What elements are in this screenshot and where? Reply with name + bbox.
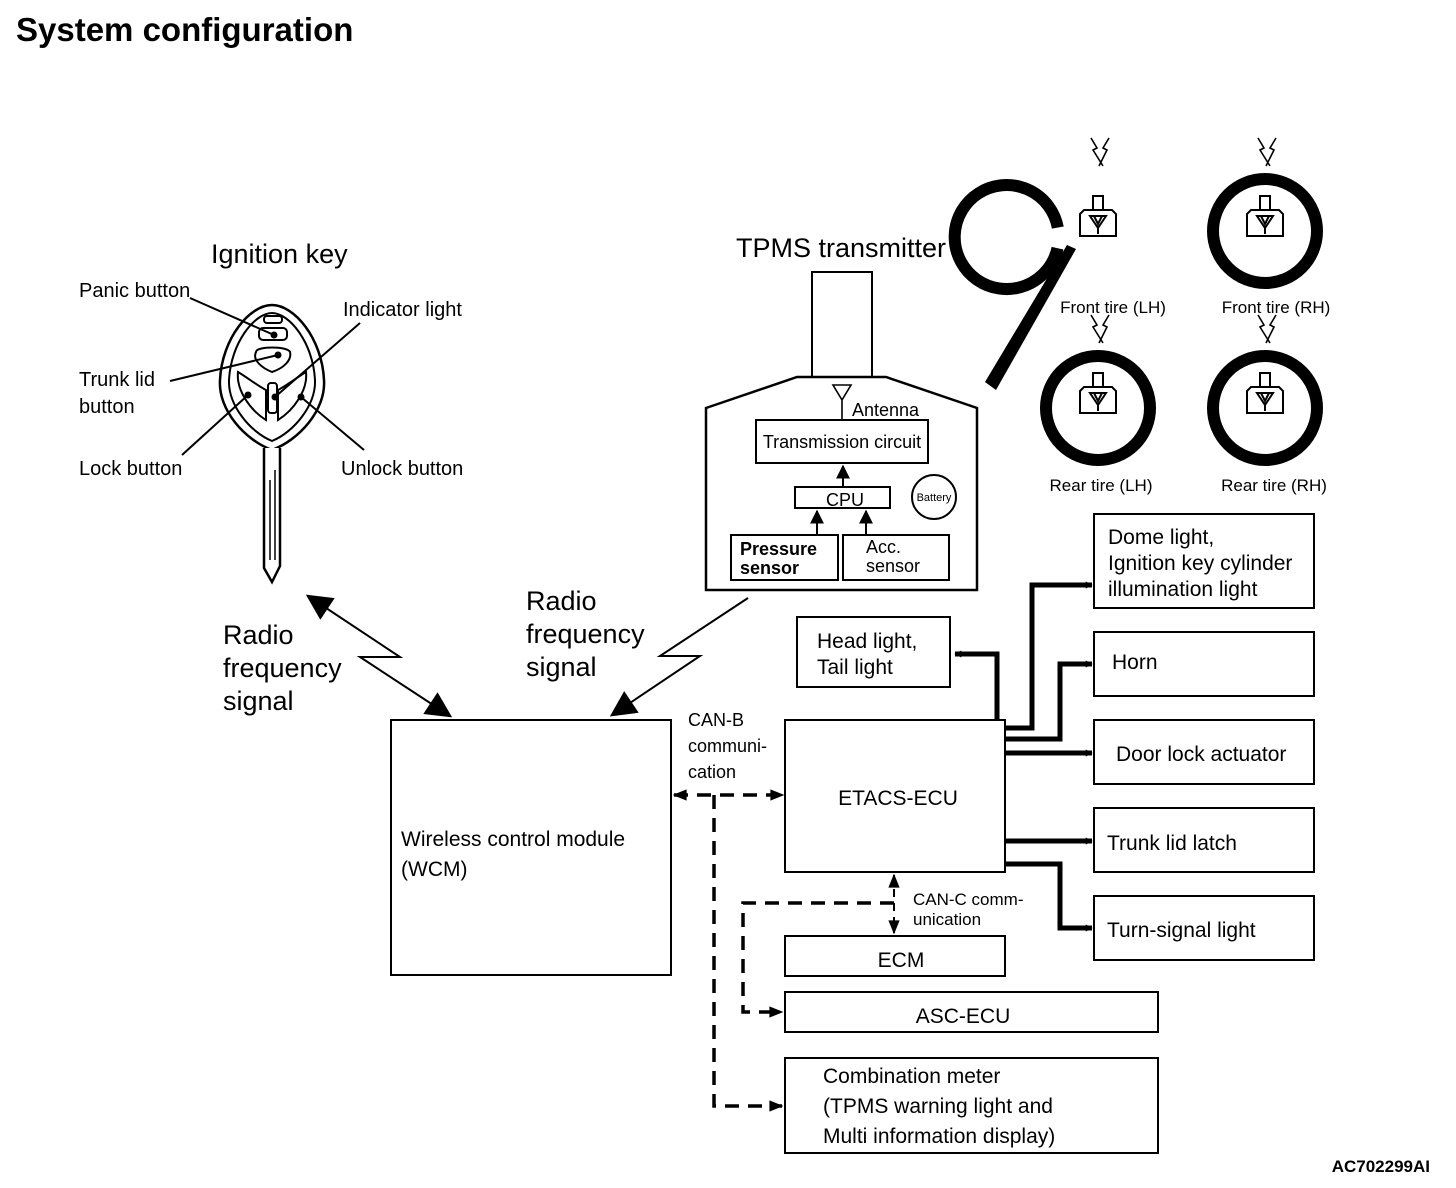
tire-rear-rh: Rear tire (RH) — [1207, 314, 1327, 495]
dome-light-label-line3: illumination light — [1108, 578, 1258, 601]
battery-label: Battery — [917, 492, 952, 504]
tire-label: Front tire (LH) — [1060, 298, 1166, 317]
antenna-label: Antenna — [852, 400, 920, 420]
acc-sensor-label-line2: sensor — [866, 556, 920, 576]
tire-label: Front tire (RH) — [1222, 298, 1331, 317]
tail-light-label: Tail light — [817, 656, 893, 679]
can-b-label-line2: communi- — [688, 736, 767, 756]
can-b-label-line3: cation — [688, 762, 736, 782]
etacs-ecu-label: ETACS-ECU — [838, 787, 958, 810]
cpu-label: CPU — [826, 490, 864, 510]
can-c-label-line2: unication — [913, 910, 981, 929]
figure-code: AC702299AI — [1332, 1157, 1430, 1176]
door-lock-actuator-label: Door lock actuator — [1116, 743, 1286, 766]
rf-label-left-line3: signal — [223, 686, 294, 716]
trunk-lid-button-label-line2: button — [79, 396, 135, 418]
rf-label-right-line1: Radio — [526, 586, 597, 616]
trunk-lid-latch-label: Trunk lid latch — [1107, 832, 1237, 855]
pressure-sensor-label-line2: sensor — [740, 558, 799, 578]
dome-light-label-line2: Ignition key cylinder — [1108, 552, 1292, 575]
head-tail-light-output: Head light, Tail light — [796, 616, 951, 688]
acc-sensor-label-line1: Acc. — [866, 537, 901, 557]
antenna-icon — [831, 384, 853, 420]
unlock-button-label: Unlock button — [341, 458, 463, 480]
key-leader-lines — [169, 297, 365, 456]
can-b-bus: CAN-B communi- cation — [672, 710, 785, 1112]
pressure-sensor-label-line1: Pressure — [740, 539, 817, 559]
wcm-label-line1: Wireless control module — [401, 828, 625, 851]
ecm-label: ECM — [878, 949, 925, 972]
magnifier-pointer — [985, 245, 1076, 390]
tire-label: Rear tire (RH) — [1221, 476, 1327, 495]
tire-rear-lh: Rear tire (LH) — [1040, 314, 1156, 495]
can-b-label-line1: CAN-B — [688, 710, 744, 730]
horn-output: Horn — [1093, 631, 1315, 697]
turn-signal-light-label: Turn-signal light — [1107, 919, 1256, 942]
ignition-key-heading: Ignition key — [211, 239, 348, 269]
rf-label-right-line3: signal — [526, 652, 597, 682]
transmission-circuit-label: Transmission circuit — [763, 432, 921, 452]
head-light-label: Head light, — [817, 630, 917, 653]
combination-meter-label-line3: Multi information display) — [823, 1125, 1055, 1148]
key-fob-icon — [218, 303, 326, 585]
acc-sensor-box — [842, 534, 950, 581]
transmitter-body — [704, 375, 979, 592]
etacs-ecu-module: ETACS-ECU — [784, 719, 1006, 873]
wcm-label-line2: (WCM) — [401, 858, 467, 881]
cpu-box — [794, 486, 891, 509]
lock-button-label: Lock button — [79, 458, 182, 480]
tire-front-lh: Front tire (LH) — [948, 137, 1166, 317]
door-lock-actuator-output: Door lock actuator — [1093, 719, 1315, 785]
rf-label-left-line2: frequency — [223, 653, 342, 683]
can-c-bus: CAN-C comm- unication — [741, 873, 1024, 1018]
valve-stem — [811, 271, 873, 378]
tire-label: Rear tire (LH) — [1050, 476, 1153, 495]
page-title: System configuration — [16, 11, 353, 48]
transmission-circuit-box — [755, 419, 929, 464]
ecm-module: ECM — [784, 935, 1006, 977]
ignition-key-section: Ignition key — [79, 239, 463, 585]
rf-signal-key-to-wcm: Radio frequency signal — [223, 594, 453, 718]
etacs-output-lines — [954, 581, 1093, 932]
rf-signal-tpms-to-wcm: Radio frequency signal — [526, 586, 749, 717]
tires-section: Front tire (LH) Front tire (RH) Rear tir… — [948, 137, 1331, 495]
trunk-lid-button-label-line1: Trunk lid — [79, 369, 155, 391]
turn-signal-light-output: Turn-signal light — [1093, 895, 1315, 961]
horn-label: Horn — [1112, 651, 1158, 674]
asc-ecu-label: ASC-ECU — [916, 1005, 1011, 1028]
combination-meter-label-line2: (TPMS warning light and — [823, 1095, 1053, 1118]
trunk-lid-latch-output: Trunk lid latch — [1093, 807, 1315, 873]
dome-light-label-line1: Dome light, — [1108, 526, 1214, 549]
panic-button-label: Panic button — [79, 280, 190, 302]
tpms-transmitter-heading: TPMS transmitter — [736, 233, 946, 263]
tpms-transmitter-section: TPMS transmitter Antenna Transmission ci… — [704, 233, 979, 592]
tire-front-rh: Front tire (RH) — [1207, 137, 1331, 317]
asc-ecu-module: ASC-ECU — [784, 991, 1159, 1033]
rf-label-right-line2: frequency — [526, 619, 645, 649]
can-c-label-line1: CAN-C comm- — [913, 890, 1024, 909]
battery-icon — [911, 474, 957, 520]
indicator-light-label: Indicator light — [343, 299, 462, 321]
dome-light-output: Dome light, Ignition key cylinder illumi… — [1093, 513, 1315, 609]
rf-label-left-line1: Radio — [223, 620, 294, 650]
combination-meter-module: Combination meter (TPMS warning light an… — [784, 1057, 1159, 1154]
combination-meter-label-line1: Combination meter — [823, 1065, 1000, 1088]
wcm-module: Wireless control module (WCM) — [390, 719, 672, 976]
pressure-sensor-box — [730, 534, 839, 581]
